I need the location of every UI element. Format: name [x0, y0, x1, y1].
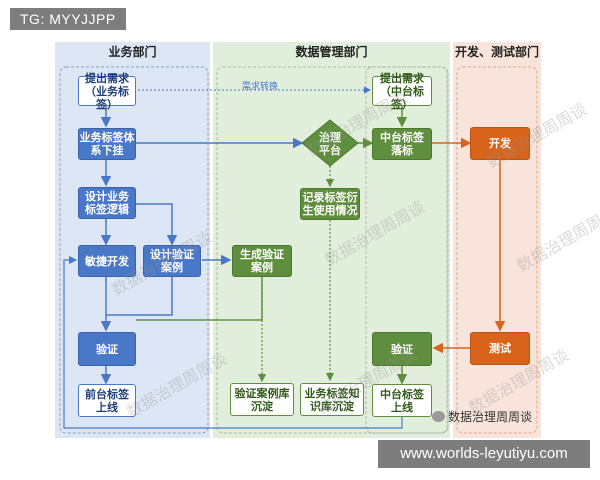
lane-data-management: 数据管理部门	[213, 42, 450, 438]
lane-title-business: 业务部门	[108, 45, 157, 59]
node-verify-business: 验证	[78, 332, 136, 366]
node-generate-case: 生成验证案例	[232, 245, 292, 277]
node-gov-platform-label: 治理平台	[319, 131, 341, 157]
tag-badge: TG: MYYJJPP	[10, 8, 126, 30]
node-knowledge-base: 业务标签知识库沉淀	[300, 383, 364, 416]
node-verify-mid: 验证	[372, 332, 432, 366]
edge-label-demand-transfer: 需求转换	[242, 82, 279, 92]
gov-platform-diamond	[301, 119, 359, 167]
node-design-logic: 设计业务标签逻辑	[78, 187, 136, 219]
node-mid-online: 中台标签上线	[372, 384, 432, 417]
lane-title-data-management: 数据管理部门	[295, 45, 368, 59]
node-propose-business: 提出需求（业务标签）	[78, 72, 136, 111]
node-business-system: 业务标签体系下挂	[78, 128, 136, 160]
edge-logic-to-case	[135, 203, 178, 246]
lane-title-dev-test: 开发、测试部门	[454, 45, 539, 59]
edge-case-to-verify	[106, 276, 173, 316]
edge-generate-to-verify	[136, 276, 263, 321]
lane-dev-test: 开发、测试部门	[453, 42, 541, 438]
node-design-case: 设计验证案例	[143, 245, 201, 277]
wechat-account-name: 数据治理周周谈	[448, 410, 533, 424]
node-record-usage: 记录标签衍生使用情况	[300, 188, 360, 220]
node-front-online: 前台标签上线	[78, 384, 136, 417]
node-case-base: 验证案例库沉淀	[230, 383, 294, 416]
group-outline-business	[59, 66, 209, 434]
node-mid-landing: 中台标签落标	[372, 128, 432, 160]
node-test: 测试	[470, 332, 530, 365]
group-outline-mid	[365, 66, 449, 434]
node-propose-mid: 提出需求（中台标签）	[372, 72, 432, 111]
wechat-icon	[432, 411, 445, 422]
edge-return-loop	[63, 255, 403, 429]
lane-business: 业务部门	[55, 42, 210, 438]
url-badge: www.worlds-leyutiyu.com	[378, 440, 590, 468]
wechat-account: 数据治理周周谈	[432, 408, 532, 425]
node-develop: 开发	[470, 127, 530, 160]
node-agile-dev: 敏捷开发	[78, 245, 136, 277]
